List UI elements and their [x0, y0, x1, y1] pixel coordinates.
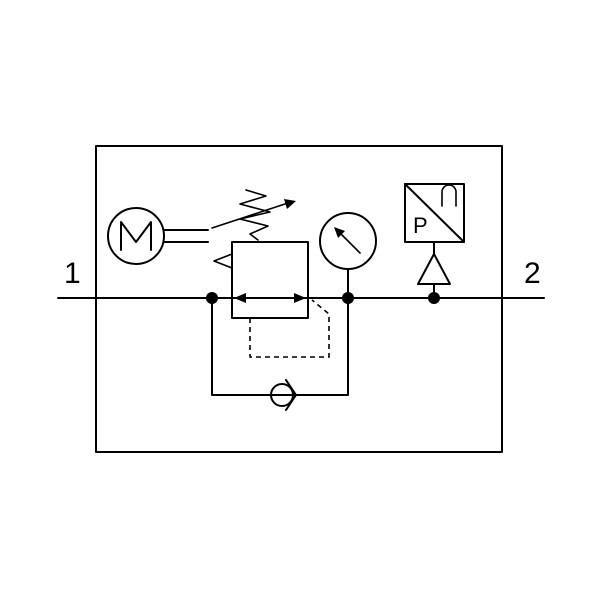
pressure-switch-icon: P — [404, 183, 465, 299]
junction-dot-left — [206, 292, 218, 304]
outlet-port-label: 2 — [524, 257, 541, 290]
bypass-loop — [211, 297, 349, 396]
inlet-port-label: 1 — [64, 257, 81, 290]
pressure-gauge-icon — [319, 212, 377, 299]
pressure-switch-letter: P — [413, 213, 428, 238]
adjustable-spring-icon — [211, 189, 296, 241]
check-valve-icon — [270, 379, 297, 411]
motor-icon — [107, 207, 209, 265]
junction-dot-switch — [428, 292, 440, 304]
regulator-valve — [213, 241, 330, 358]
junction-dot-right — [342, 292, 354, 304]
